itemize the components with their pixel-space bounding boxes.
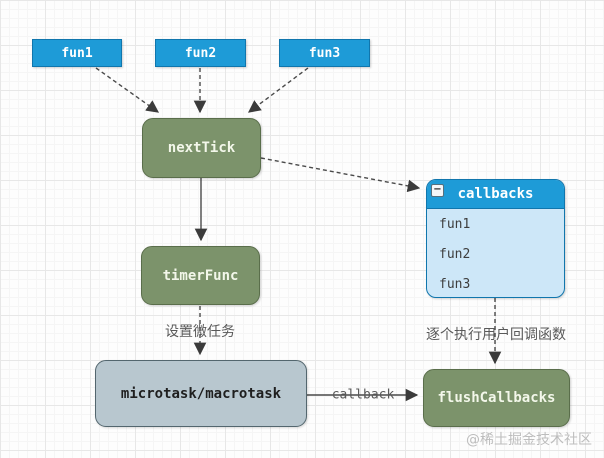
edge-label-run-callbacks: 逐个执行用户回调函数 bbox=[426, 327, 566, 343]
watermark: @稀土掘金技术社区 bbox=[466, 432, 592, 448]
edge-label-set-microtask: 设置微任务 bbox=[165, 324, 235, 340]
node-callbacks: − callbacks fun1 fun2 fun3 bbox=[426, 179, 565, 298]
node-microtask-label: microtask/macrotask bbox=[120, 385, 282, 402]
node-fun1-label: fun1 bbox=[61, 45, 93, 61]
node-fun3-label: fun3 bbox=[308, 45, 341, 61]
callbacks-title: callbacks bbox=[457, 186, 534, 202]
node-fun2: fun2 bbox=[155, 39, 246, 67]
node-fun1: fun1 bbox=[32, 39, 122, 67]
node-nexttick-label: nextTick bbox=[167, 140, 236, 156]
callbacks-row: fun3 bbox=[427, 269, 564, 297]
node-nexttick: nextTick bbox=[142, 118, 261, 178]
callbacks-item-3: fun3 bbox=[439, 276, 471, 292]
node-microtask: microtask/macrotask bbox=[95, 360, 307, 427]
node-flushcallbacks: flushCallbacks bbox=[423, 369, 570, 427]
edge-label-callback: callback bbox=[331, 387, 395, 403]
collapse-minus-icon: − bbox=[431, 184, 444, 197]
node-fun2-label: fun2 bbox=[184, 45, 217, 61]
edge-fun1-nexttick bbox=[95, 67, 160, 113]
callbacks-header: − callbacks bbox=[427, 180, 564, 209]
callbacks-item-1: fun1 bbox=[439, 216, 471, 232]
edge-fun3-nexttick bbox=[247, 67, 309, 113]
node-flushcallbacks-label: flushCallbacks bbox=[437, 390, 556, 406]
callbacks-item-2: fun2 bbox=[439, 246, 471, 262]
callbacks-row: fun2 bbox=[427, 239, 564, 269]
callbacks-body: fun1 fun2 fun3 bbox=[427, 209, 564, 297]
edge-nexttick-callbacks bbox=[260, 157, 421, 193]
node-timerfunc-label: timerFunc bbox=[162, 267, 239, 284]
node-fun3: fun3 bbox=[279, 39, 370, 67]
node-timerfunc: timerFunc bbox=[141, 246, 260, 305]
callbacks-row: fun1 bbox=[427, 209, 564, 239]
